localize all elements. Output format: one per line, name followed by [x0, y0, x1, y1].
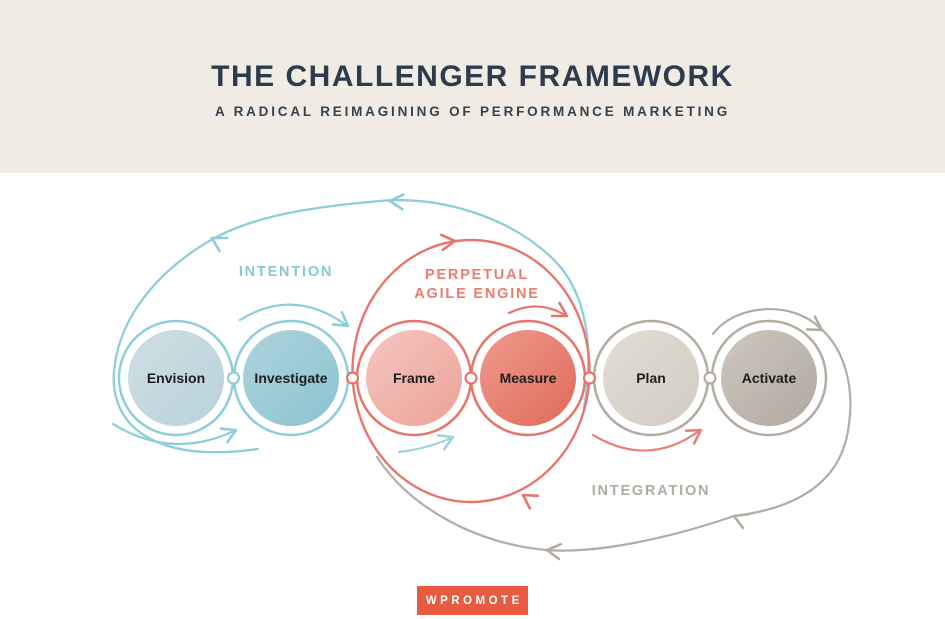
integration-loop-label: INTEGRATION — [591, 483, 711, 499]
investigate-swirl-arrow — [238, 303, 354, 334]
connector-dot — [582, 371, 597, 385]
intention-loop-label: INTENTION — [238, 264, 334, 280]
stage-label-envision: Envision — [146, 370, 206, 386]
measure-swirl-arrow — [507, 301, 573, 324]
integration-loop-arc — [375, 308, 852, 561]
stage-circle-envision — [117, 319, 235, 437]
page-subtitle: A RADICAL REIMAGINING OF PERFORMANCE MAR… — [214, 104, 731, 119]
plan-swirl-arrow — [591, 422, 707, 452]
connector-dot — [464, 371, 478, 385]
wpromote-logo: WPROMOTE — [417, 586, 528, 615]
stage-label-investigate: Investigate — [254, 370, 328, 386]
stage-connector-dots — [226, 371, 717, 385]
perpetual-label-line2: AGILE ENGINE — [414, 286, 540, 302]
connector-dot — [345, 371, 360, 385]
stage-label-activate: Activate — [741, 370, 797, 386]
stage-circle-activate — [710, 319, 828, 437]
stage-label-measure: Measure — [499, 370, 557, 386]
stage-circle-investigate — [232, 319, 350, 437]
stage-circle-frame — [355, 319, 473, 437]
header-band — [0, 0, 945, 173]
stage-circle-measure — [469, 319, 587, 437]
frame-swirl-arrow — [397, 428, 458, 454]
stage-label-frame: Frame — [392, 370, 436, 386]
page-title: THE CHALLENGER FRAMEWORK — [211, 60, 734, 93]
perpetual-label-line1: PERPETUAL — [424, 267, 529, 283]
perpetual-agile-engine-arc — [351, 232, 591, 510]
connector-dot — [226, 371, 241, 385]
perpetual-agile-engine-label: PERPETUAL AGILE ENGINE — [414, 266, 540, 304]
stage-swirl-arrows — [111, 301, 707, 454]
envision-swirl-arrow — [111, 421, 241, 445]
stage-label-plan: Plan — [636, 370, 666, 386]
connector-dot — [703, 371, 717, 385]
intention-loop-arc — [112, 192, 590, 454]
